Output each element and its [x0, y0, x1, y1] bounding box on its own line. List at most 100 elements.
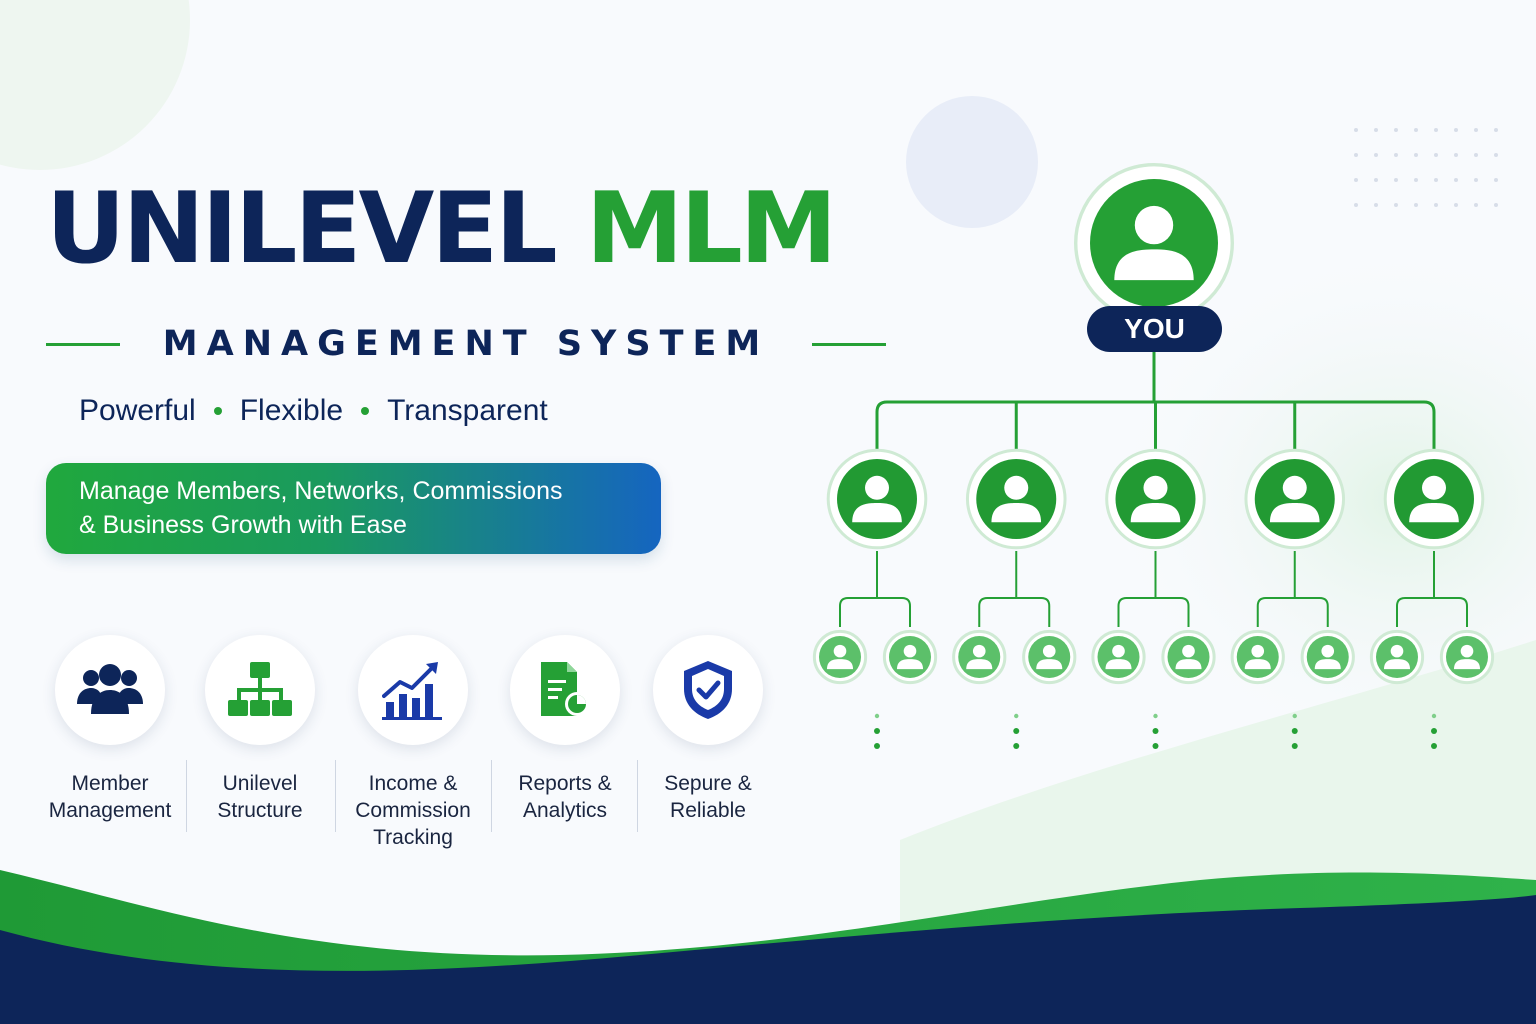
value-banner: Manage Members, Networks, Commissions & …: [46, 463, 661, 554]
connector-line: [1256, 597, 1329, 627]
shield-check-icon: [684, 661, 732, 719]
page-title: UNILEVEL MLM: [46, 180, 837, 278]
feature-secure-reliable: [653, 635, 763, 745]
feature-label-line: Reports &: [518, 772, 612, 795]
user-icon-body: [852, 503, 902, 523]
user-icon-body: [1114, 249, 1194, 281]
feature-unilevel-structure: [205, 635, 315, 745]
user-icon-body: [896, 659, 924, 670]
feature-label-line: Tracking: [373, 826, 453, 849]
feature-member-management: [55, 635, 165, 745]
connector-line: [839, 597, 911, 627]
user-icon-head: [833, 644, 847, 658]
continuation-dot: [1013, 728, 1020, 734]
feature-reports-analytics: [510, 635, 620, 745]
tagline: Powerful Flexible Transparent: [79, 394, 548, 428]
feature-label-income-tracking: Income & Commission Tracking: [338, 770, 488, 851]
user-icon-head: [1422, 475, 1446, 500]
feature-label-line: Analytics: [522, 799, 608, 822]
user-icon-body: [991, 503, 1042, 523]
tagline-item: Powerful: [79, 394, 196, 427]
you-badge: YOU: [1087, 306, 1222, 352]
continuation-dot: [1291, 743, 1298, 749]
user-icon-head: [1182, 644, 1195, 658]
title-word-unilevel: UNILEVEL: [46, 172, 558, 286]
feature-separator: [335, 760, 336, 832]
user-icon-head: [903, 644, 917, 658]
user-icon-body: [826, 659, 854, 670]
user-icon-body: [1383, 659, 1411, 670]
continuation-dot: [1014, 713, 1019, 719]
user-icon-head: [972, 644, 986, 658]
subtitle-rule-right: [812, 342, 886, 346]
user-icon-body: [1130, 503, 1181, 523]
user-icon-head: [1282, 475, 1307, 500]
user-icon-head: [865, 475, 889, 500]
user-icon-body: [1269, 503, 1320, 523]
user-icon-body: [1175, 659, 1202, 670]
feature-separator: [186, 760, 187, 832]
banner-line-2: & Business Growth with Ease: [79, 511, 407, 539]
continuation-dot: [1152, 728, 1159, 734]
growth-chart-icon: [382, 662, 442, 720]
continuation-dot: [1292, 713, 1297, 719]
user-icon-head: [1042, 644, 1056, 658]
feature-separator: [491, 760, 492, 832]
feature-label-reports-analytics: Reports & Analytics: [490, 770, 640, 824]
title-word-mlm: MLM: [585, 172, 837, 286]
user-icon-body: [1105, 659, 1132, 670]
tagline-item: Flexible: [239, 394, 344, 427]
user-icon-head: [1390, 644, 1404, 658]
feature-label-line: Reliable: [670, 799, 746, 822]
tagline-item: Transparent: [387, 394, 548, 427]
user-icon-head: [1004, 475, 1029, 500]
feature-label-line: Structure: [217, 799, 303, 822]
user-icon-head: [1143, 475, 1168, 500]
dot-grid: [1354, 128, 1498, 207]
feature-separator: [637, 760, 638, 832]
tagline-dot: [213, 407, 222, 415]
feature-label-line: Management: [48, 799, 172, 822]
connector-line: [1396, 597, 1468, 627]
user-icon-head: [1134, 205, 1174, 245]
feature-label-unilevel-structure: Unilevel Structure: [185, 770, 335, 824]
continuation-dot: [1291, 728, 1298, 734]
continuation-dot: [874, 743, 880, 749]
user-icon-head: [1251, 644, 1265, 658]
continuation-dot: [874, 728, 880, 734]
feature-income-tracking: [358, 635, 468, 745]
user-icon-head: [1112, 644, 1125, 658]
subtitle-row: MANAGEMENT SYSTEM: [46, 322, 886, 366]
feature-label-line: Commission: [355, 799, 471, 822]
feature-label-line: Sepure &: [664, 772, 752, 795]
continuation-dot: [1153, 713, 1158, 719]
user-icon-head: [1321, 644, 1335, 658]
user-icon-body: [1409, 503, 1459, 523]
user-icon-body: [1244, 659, 1271, 670]
continuation-dot: [1431, 713, 1437, 719]
user-icon-body: [1314, 659, 1341, 670]
connector-line: [1117, 597, 1190, 627]
feature-label-line: Income &: [368, 772, 458, 795]
report-document-icon: [541, 662, 589, 716]
continuation-dot: [1013, 743, 1020, 749]
user-icon-head: [1460, 644, 1474, 658]
continuation-dot: [1152, 743, 1159, 749]
continuation-dot: [874, 713, 880, 719]
banner-line-1: Manage Members, Networks, Commissions: [79, 477, 563, 505]
continuation-dot: [1431, 743, 1437, 749]
subtitle: MANAGEMENT SYSTEM: [162, 324, 770, 364]
feature-label-member-management: Member Management: [35, 770, 185, 824]
bottom-wave-navy: [0, 895, 1536, 1024]
feature-label-secure-reliable: Sepure & Reliable: [633, 770, 783, 824]
subtitle-rule-left: [46, 342, 120, 346]
users-group-icon: [77, 664, 143, 714]
tagline-dot: [361, 407, 370, 415]
org-structure-icon: [228, 662, 292, 716]
connector-line: [978, 597, 1051, 627]
user-icon-body: [966, 659, 993, 670]
user-icon-body: [1036, 659, 1063, 670]
user-icon-body: [1453, 659, 1481, 670]
continuation-dot: [1431, 728, 1437, 734]
